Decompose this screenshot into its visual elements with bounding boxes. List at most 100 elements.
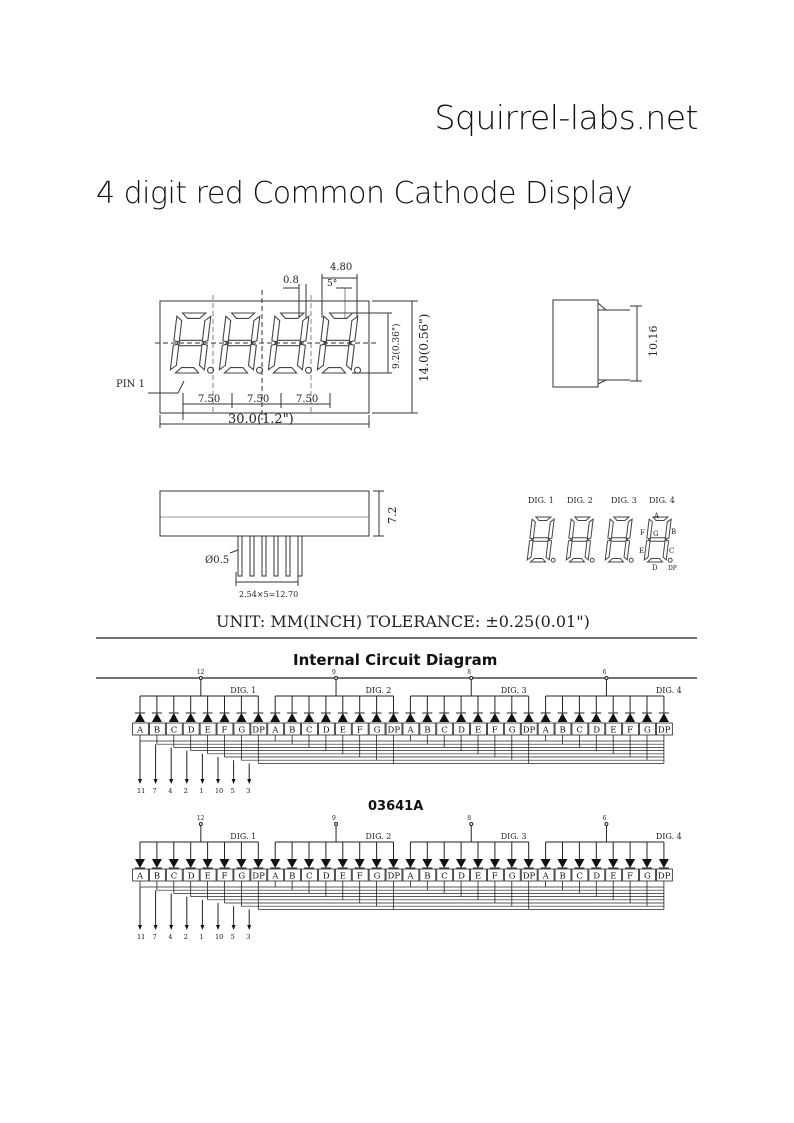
common-terminal-dig-3 [469,676,474,680]
seg-label-d1-a: A [136,872,144,882]
common-pin-label-3: 8 [467,669,471,676]
led-d2-f [354,713,365,722]
seg-label-d2-c: C [306,726,313,736]
seg-label-d4-c: C [576,726,583,736]
led-d3-a [405,713,416,722]
bottom-pins [229,535,303,577]
led-d4-d [591,859,602,868]
segment-pin-label-c: 4 [168,933,172,941]
led-d4-e [608,713,619,722]
led-d3-dp [523,859,534,868]
seg-label-d3-e: E [475,726,481,736]
legend-digit-1 [526,516,556,563]
seg-label-d3-d: D [458,872,465,882]
seg-label-d1-dp: DP [252,872,265,882]
seg-label-d1-g: G [238,872,245,882]
common-terminal-dig-1 [198,676,203,680]
seg-label-d1-e: E [205,872,211,882]
brand-name: Squirrel-labs.net [434,98,699,137]
seg-label-d1-d: D [188,872,195,882]
seg-label-d2-a: A [271,726,279,736]
led-d2-b [287,713,298,722]
legend-dig-2: DIG. 2 [567,496,593,505]
front-digit-2 [218,312,264,374]
seg-label-d2-d: D [323,872,330,882]
seg-label-d2-f: F [357,726,363,736]
led-d4-b [557,859,568,868]
digit-label-4: DIG. 4 [656,686,682,695]
seg-label-d2-c: C [306,872,313,882]
led-d3-f [489,859,500,868]
pitch-1: 7.50 [198,394,220,405]
pin-2 [249,535,255,577]
led-d2-a [270,859,281,868]
seg-label-d1-c: C [171,726,178,736]
legend-digit-4 [643,516,673,563]
led-d3-c [439,713,450,722]
pin-6 [297,535,303,577]
led-d1-d [185,713,196,722]
seg-label-d4-d: D [593,726,600,736]
seg-label-d2-g: G [374,726,381,736]
seg-label-d2-e: E [340,726,346,736]
led-d3-b [422,859,433,868]
led-d4-dp [658,713,669,722]
seg-label-d2-f: F [357,872,363,882]
bottom-view-drawing [159,490,384,586]
dim-segment-width: 0.8 [283,275,299,286]
common-terminal-dig-4 [604,822,609,826]
seg-label-d1-f: F [222,872,228,882]
common-pin-label-1: 12 [197,669,205,676]
segment-pin-label-f: 10 [215,787,223,795]
common-pin-label-4: 6 [602,669,606,676]
led-d4-dp [658,859,669,868]
seg-label-d3-b: B [424,726,430,736]
digit-label-2: DIG. 2 [366,686,392,695]
seg-label-d4-a: A [542,872,550,882]
seg-label-d1-d: D [188,726,195,736]
led-d4-b [557,713,568,722]
led-d2-dp [388,859,399,868]
seg-label-d1-f: F [222,726,228,736]
legend-dig-4: DIG. 4 [649,496,675,505]
seg-label-d1-e: E [205,726,211,736]
page-title: 4 digit red Common Cathode Display [96,176,633,211]
seg-label-d1-a: A [136,726,144,736]
front-digit-4 [316,312,362,374]
seg-label-d4-g: G [644,726,651,736]
segment-pin-label-dp: 3 [246,787,250,795]
seg-label-d3-g: G [509,726,516,736]
legend-seg-f: F [640,529,645,537]
legend-seg-b: B [671,528,676,536]
led-d2-g [371,859,382,868]
segment-pin-label-c: 4 [168,787,172,795]
common-pin-label-2: 9 [332,669,336,676]
led-d4-c [574,859,585,868]
segment-pin-label-d: 2 [184,787,188,795]
led-d4-c [574,713,585,722]
legend-seg-d: D [652,564,658,572]
led-d1-e [202,713,213,722]
legend-seg-e: E [639,547,644,555]
dim-total-width: 30.0(1.2") [228,412,294,427]
legend-seg-c: C [669,547,674,555]
led-d1-e [202,859,213,868]
seg-label-d4-f: F [627,872,633,882]
seg-label-d3-f: F [492,726,498,736]
seg-label-d4-f: F [627,726,633,736]
seg-label-d1-g: G [238,726,245,736]
legend-dig-3: DIG. 3 [611,496,637,505]
pitch-2: 7.50 [247,394,269,405]
seg-label-d1-c: C [171,872,178,882]
seg-label-d3-c: C [441,726,448,736]
led-d3-dp [523,713,534,722]
segment-pin-label-b: 7 [153,787,157,795]
led-d4-f [625,713,636,722]
seg-label-d4-e: E [610,726,616,736]
segment-pin-label-a: 11 [137,933,145,941]
dim-slant-angle: 5° [327,279,337,289]
seg-label-d4-e: E [610,872,616,882]
pin-1 [237,535,243,577]
seg-label-d4-a: A [542,726,550,736]
